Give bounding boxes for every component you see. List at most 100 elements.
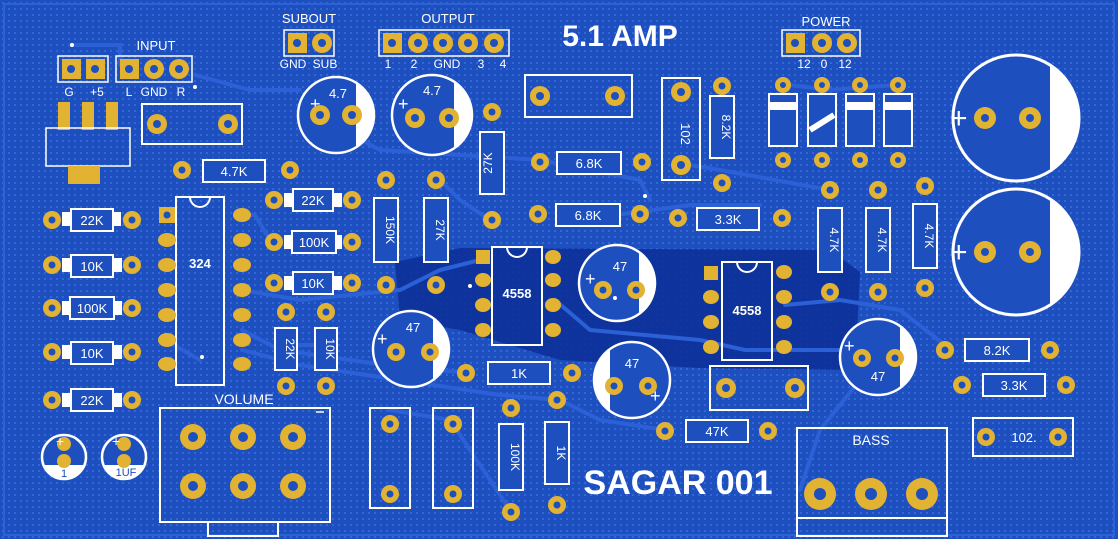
output-connector[interactable]: OUTPUT 1 2 GND 3 4 [378,11,510,71]
resistor-47k: 47K [656,419,777,443]
film-cap-right [709,365,809,411]
svg-text:+: + [310,94,321,114]
output-pin-4: 4 [500,57,507,71]
r-150k-label: 150K [383,216,397,244]
svg-text:+: + [950,236,968,269]
resistor-22k-d: 22K [274,303,298,395]
ic-324-pins [158,208,251,371]
r-3-3k-b-label: 3.3K [1001,378,1028,393]
diode-array [768,77,913,168]
resistor-100k-c: 100K [498,399,524,521]
r-10k-b-label: 10K [80,346,103,361]
ic-4558-a-label: 4558 [503,286,532,301]
cap-4-7-a: + 4.7 [296,75,376,155]
film-cap-top [524,74,633,118]
r-100k-a-label: 100K [77,301,108,316]
svg-text:+: + [398,94,409,114]
board-name: SAGAR 001 [584,464,773,502]
power-connector[interactable]: POWER 12 0 12 [781,14,861,71]
voltage-regulator [45,102,131,184]
r-6-8k-b-label: 6.8K [575,208,602,223]
r-1k-a-label: 1K [511,366,527,381]
subout-connector[interactable]: SUBOUT GND SUB [280,11,338,71]
cap-47-c-label: 47 [625,356,639,371]
resistor-8-2k-a: 8.2K [936,338,1059,362]
resistor-4-7k-v2: 4.7K [865,181,891,301]
resistor-6-8k-a: 6.8K [531,151,651,175]
resistor-10k-a: 10K [43,254,141,278]
cap-4-7-a-label: 4.7 [329,86,347,101]
ic-4558-a: 4558 [475,246,561,346]
resistor-10k-b: 10K [43,341,141,365]
ic-4558-b: 4558 [703,261,792,361]
power-pin-12a: 12 [797,57,811,71]
input-pin-gnd: GND [141,85,168,99]
resistor-100k-a: 100K [43,296,141,320]
input-label: INPUT [137,38,176,53]
resistor-22k-c: 22K [265,188,361,212]
resistor-6-8k-b: 6.8K [529,203,649,227]
cap-102-vertical: 102 [661,77,701,181]
input-outline-b [115,55,193,83]
bass-pot[interactable]: BASS [796,427,948,537]
resistor-8-2k-vertical: 8.2K [709,77,735,192]
input-connector[interactable]: INPUT G +5 L GND R [57,38,193,99]
r-100k-c-label: 100K [508,443,522,471]
r-10k-a-label: 10K [80,259,103,274]
subout-pin-gnd: GND [280,57,307,71]
power-pin-0: 0 [821,57,828,71]
r-3-3k-a-label: 3.3K [715,212,742,227]
r-100k-b-label: 100K [299,235,330,250]
board-outline [3,3,1115,536]
output-pin-3: 3 [478,57,485,71]
resistor-100k-b: 100K [265,230,361,254]
subout-pin-sub: SUB [313,57,338,71]
cap-47-c: + 47 [592,340,672,420]
svg-text:+: + [650,386,661,406]
r-6-8k-a-label: 6.8K [576,156,603,171]
ic-324-label: 324 [189,256,211,271]
resistor-27k-a: 27K [423,171,449,294]
r-27k-a-label: 27K [433,219,447,240]
cap-1-label: 1 [61,468,67,480]
vias [70,43,647,359]
resistor-1k-a: 1K [457,361,581,385]
cap-102-v-label: 102 [678,123,693,145]
svg-text:+: + [112,433,120,449]
r-4-7k-top-label: 4.7K [221,164,248,179]
cap-47-b-label: 47 [406,320,420,335]
input-pin-g: G [64,85,73,99]
volume-label: VOLUME [214,391,273,407]
resistor-10k-d: 10K [314,303,338,395]
output-pin-2: 2 [411,57,418,71]
svg-text:+: + [585,269,596,289]
board-title: 5.1 AMP [562,20,678,53]
r-47k-label: 47K [705,424,728,439]
bass-label: BASS [852,432,889,448]
r-4-7k-v1-label: 4.7K [827,228,841,253]
output-pin-gnd: GND [434,57,461,71]
input-outline-a [57,55,109,83]
svg-text:+: + [56,433,64,449]
film-cap-lower-a [369,407,411,509]
resistor-4-7k-top: 4.7K [173,159,299,183]
r-22k-d-label: 22K [283,338,297,359]
resistor-22k-a: 22K [43,208,141,232]
cap-102-h-label: 102. [1011,430,1036,445]
resistor-4-7k-v1: 4.7K [817,181,843,301]
r-10k-d-label: 10K [323,338,337,359]
output-label: OUTPUT [421,11,475,26]
power-label: POWER [801,14,850,29]
svg-text:+: + [377,329,388,349]
resistor-150k: 150K [373,171,399,294]
r-10k-c-label: 10K [301,276,324,291]
output-pin-1: 1 [385,57,392,71]
r-22k-a-label: 22K [80,213,103,228]
resistor-3-3k-a: 3.3K [669,207,791,231]
film-cap-lower-b [432,407,474,509]
resistor-1k-b: 1K [544,391,570,514]
cap-1uf-label: 1UF [116,467,137,479]
input-pin-l: L [126,85,133,99]
volume-pot[interactable]: VOLUME [159,391,331,537]
